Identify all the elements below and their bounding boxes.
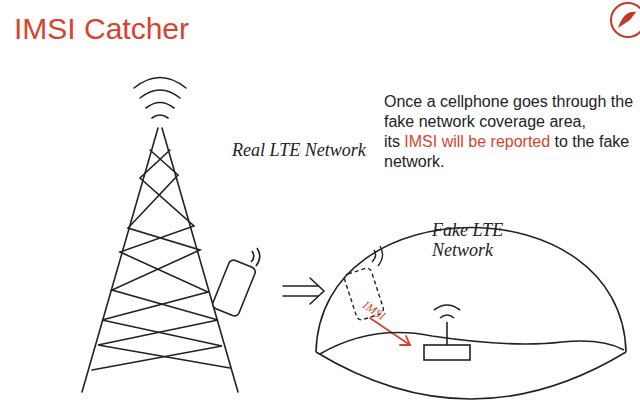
fake-base-station xyxy=(424,305,470,360)
dome-text-box: Fake LTE Network xyxy=(432,220,516,260)
slide-title: IMSI Catcher xyxy=(14,12,189,46)
dome-line xyxy=(320,333,624,354)
imsi-label: IMSI xyxy=(360,298,388,324)
cellphone xyxy=(211,248,259,317)
note-text: IMSI will be reported xyxy=(404,133,550,150)
network-label: Real LTE Network xyxy=(232,140,366,161)
coverage-dome: Fake LTE Network xyxy=(312,196,630,400)
move-arrow xyxy=(283,278,324,304)
cell-tower xyxy=(82,78,238,393)
dome-line xyxy=(316,352,626,399)
logo xyxy=(611,3,640,37)
explanation-note: Once a cellphone goes through the fake n… xyxy=(384,92,634,172)
network-label: Fake LTE Network xyxy=(432,220,516,260)
logo-mark xyxy=(618,12,636,28)
